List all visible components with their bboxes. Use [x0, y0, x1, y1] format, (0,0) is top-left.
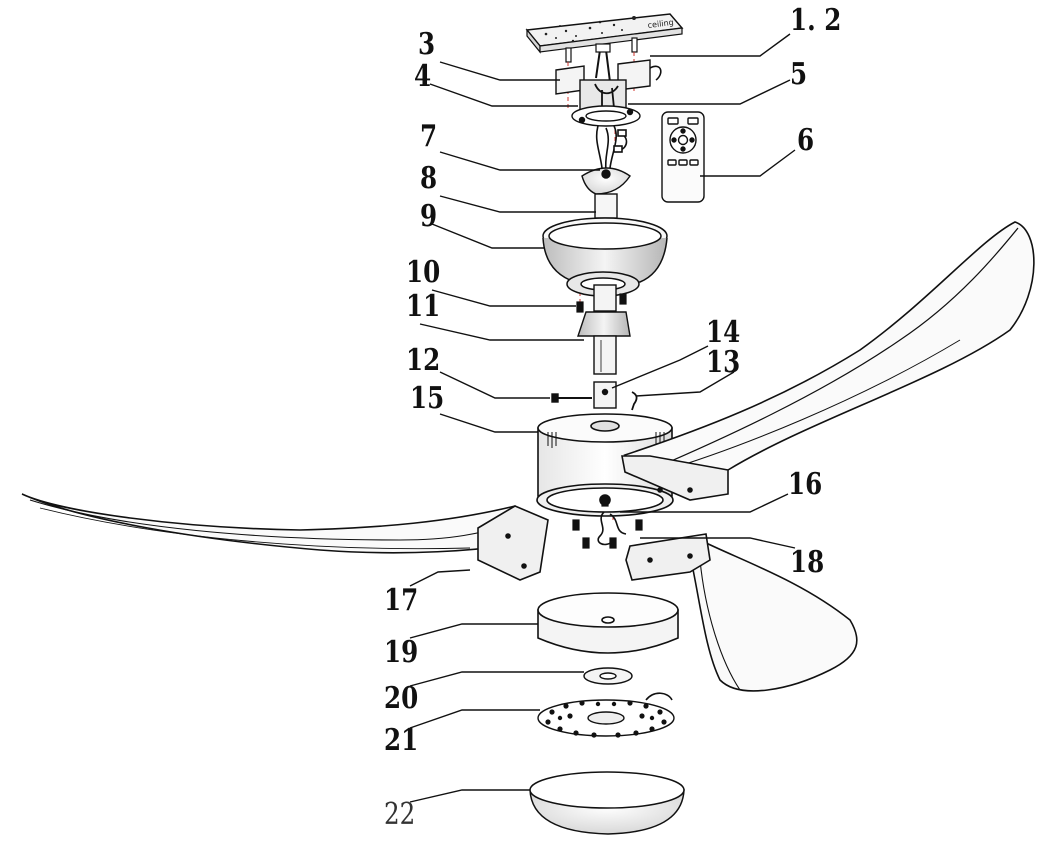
- callout-11: 11: [406, 289, 441, 324]
- callout-16: 16: [788, 467, 823, 502]
- callout-19: 19: [384, 635, 419, 670]
- callout-1-2: 1. 2: [790, 3, 842, 38]
- canopy: [542, 217, 668, 297]
- blade-left: [21, 493, 549, 581]
- callout-9: 9: [420, 199, 438, 234]
- mounting-ring: [571, 105, 641, 127]
- callout-15: 15: [410, 381, 445, 416]
- canopy-screws: [576, 293, 627, 313]
- callout-22: 22: [384, 797, 416, 832]
- plate-screws: [565, 37, 638, 83]
- callout-13: 13: [706, 345, 741, 380]
- motor-housing: [536, 413, 674, 517]
- callout-4: 4: [414, 59, 432, 94]
- washer-ring: [583, 667, 633, 685]
- callout-20: 20: [384, 681, 419, 716]
- blade-right: [621, 221, 1035, 501]
- callout-21: 21: [384, 723, 419, 758]
- coupling-cover: [577, 284, 631, 375]
- callout-10: 10: [406, 255, 441, 290]
- downrod-top: [594, 193, 618, 219]
- motor-wires: [597, 511, 627, 546]
- remote-control: [661, 111, 705, 203]
- callout-5: 5: [790, 57, 808, 92]
- callout-12: 12: [406, 343, 441, 378]
- led-board: [537, 692, 675, 738]
- wires: [595, 125, 628, 171]
- callout-17: 17: [384, 583, 419, 618]
- hanger-ball: [581, 167, 631, 195]
- plate-texture: [544, 16, 636, 43]
- callout-3: 3: [418, 27, 436, 62]
- leader-lines: [409, 33, 796, 803]
- pins: [551, 381, 638, 411]
- callout-7: 7: [420, 119, 438, 154]
- callout-14: 14: [706, 315, 741, 350]
- blade-bottom-right: [625, 533, 858, 692]
- callout-8: 8: [420, 161, 438, 196]
- callout-6: 6: [797, 123, 815, 158]
- light-kit-housing: [537, 592, 679, 654]
- ceiling-stamp: ceiling: [647, 18, 674, 30]
- callout-18: 18: [790, 545, 825, 580]
- glass-shade: [529, 771, 685, 835]
- ceiling-plate: ceiling: [525, 13, 684, 54]
